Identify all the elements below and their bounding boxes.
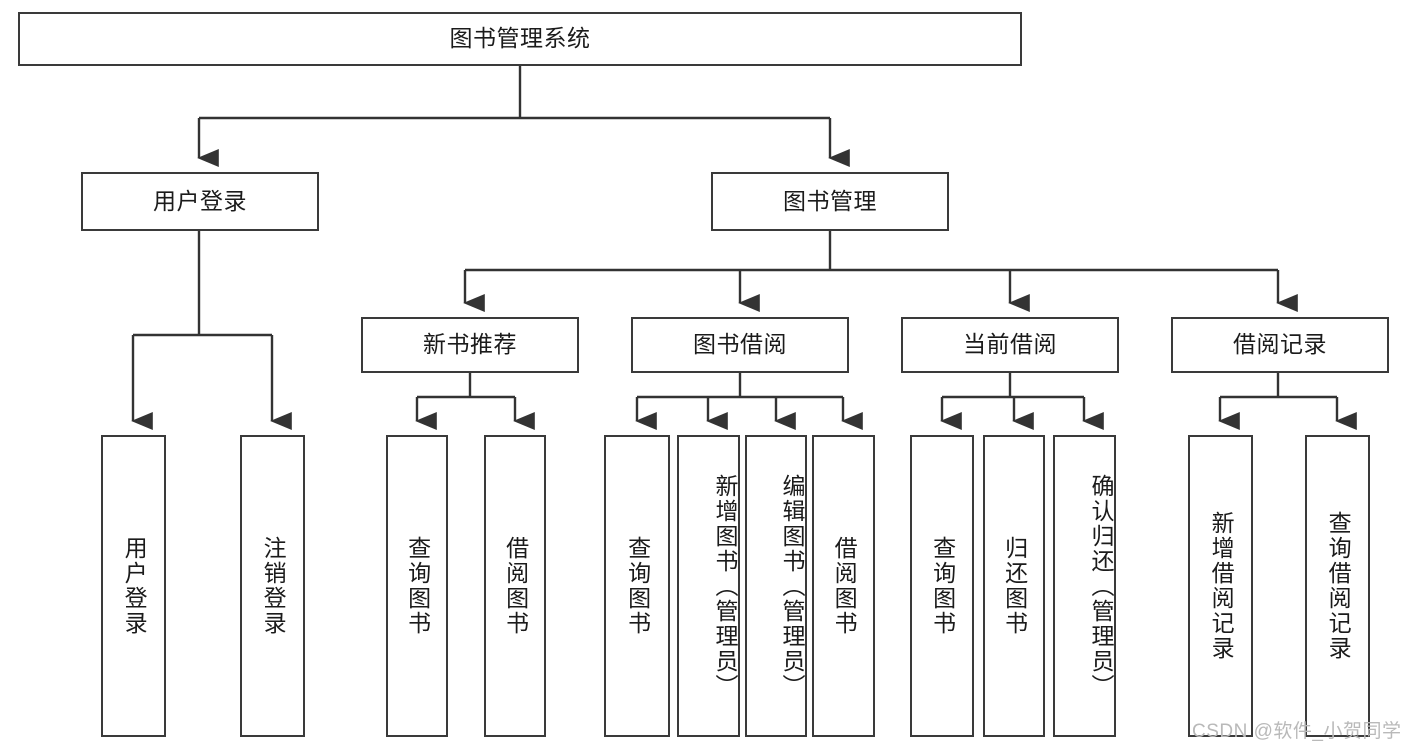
node-leaf-borrow-book-2[interactable]: 借阅图书 xyxy=(812,435,875,737)
node-new-book-rec-label: 新书推荐 xyxy=(423,331,517,358)
node-leaf-confirm-return[interactable]: 确认归还（管理员） xyxy=(1053,435,1116,737)
node-book-borrow-label: 图书借阅 xyxy=(693,331,787,358)
node-leaf-borrow-book-1-label: 借阅图书 xyxy=(502,536,529,636)
node-leaf-borrow-book-1[interactable]: 借阅图书 xyxy=(484,435,546,737)
node-leaf-add-book[interactable]: 新增图书（管理员） xyxy=(677,435,740,737)
node-book-manage-label: 图书管理 xyxy=(783,187,877,214)
node-leaf-query-book-3[interactable]: 查询图书 xyxy=(910,435,974,737)
node-leaf-query-book-2[interactable]: 查询图书 xyxy=(604,435,670,737)
node-root[interactable]: 图书管理系统 xyxy=(18,12,1022,66)
node-leaf-edit-book[interactable]: 编辑图书（管理员） xyxy=(745,435,807,737)
node-leaf-add-record-label: 新增借阅记录 xyxy=(1208,511,1235,661)
connector-root-to-level2 xyxy=(197,66,850,167)
node-leaf-user-logout-label: 注销登录 xyxy=(260,536,287,636)
connector-bookborrow-to-leaves xyxy=(635,373,863,430)
node-leaf-edit-book-label: 编辑图书（管理员） xyxy=(779,473,805,699)
node-borrow-record-label: 借阅记录 xyxy=(1233,331,1327,358)
node-book-borrow[interactable]: 图书借阅 xyxy=(631,317,849,373)
node-book-manage[interactable]: 图书管理 xyxy=(711,172,949,231)
node-leaf-query-record[interactable]: 查询借阅记录 xyxy=(1305,435,1370,737)
node-leaf-query-book-3-label: 查询图书 xyxy=(929,536,956,636)
node-leaf-add-record[interactable]: 新增借阅记录 xyxy=(1188,435,1253,737)
node-leaf-query-record-label: 查询借阅记录 xyxy=(1325,511,1352,661)
connector-newbook-to-leaves xyxy=(415,373,535,430)
node-leaf-user-login-label: 用户登录 xyxy=(121,536,148,636)
node-leaf-confirm-return-label: 确认归还（管理员） xyxy=(1088,473,1114,699)
node-user-login[interactable]: 用户登录 xyxy=(81,172,319,231)
node-leaf-borrow-book-2-label: 借阅图书 xyxy=(831,536,858,636)
node-leaf-query-book-2-label: 查询图书 xyxy=(624,536,651,636)
node-current-borrow-label: 当前借阅 xyxy=(963,331,1057,358)
node-user-login-label: 用户登录 xyxy=(153,187,247,214)
node-borrow-record[interactable]: 借阅记录 xyxy=(1171,317,1389,373)
node-leaf-query-book-1[interactable]: 查询图书 xyxy=(386,435,448,737)
node-leaf-query-book-1-label: 查询图书 xyxy=(404,536,431,636)
node-current-borrow[interactable]: 当前借阅 xyxy=(901,317,1119,373)
node-leaf-user-login[interactable]: 用户登录 xyxy=(101,435,166,737)
node-leaf-add-book-label: 新增图书（管理员） xyxy=(712,473,738,699)
node-leaf-return-book[interactable]: 归还图书 xyxy=(983,435,1045,737)
node-root-label: 图书管理系统 xyxy=(449,25,591,52)
connector-userlogin-to-leaves xyxy=(131,231,292,430)
connector-borrowrecord-to-leaves xyxy=(1218,373,1357,430)
connector-bookmanage-to-level3 xyxy=(463,231,1298,312)
node-leaf-return-book-label: 归还图书 xyxy=(1001,536,1028,636)
node-new-book-rec[interactable]: 新书推荐 xyxy=(361,317,579,373)
connector-currentborrow-to-leaves xyxy=(940,373,1104,430)
node-leaf-user-logout[interactable]: 注销登录 xyxy=(240,435,305,737)
csdn-watermark: CSDN @软件_小贺同学 xyxy=(1192,721,1402,742)
